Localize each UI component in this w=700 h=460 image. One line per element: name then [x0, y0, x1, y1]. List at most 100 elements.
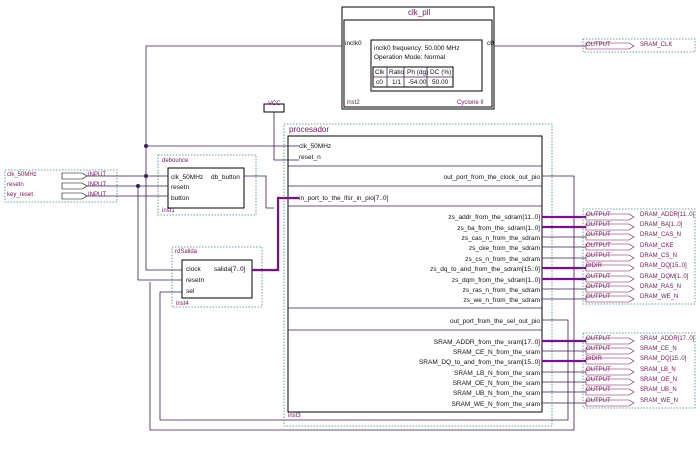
sdram-pin-tag-5: BIDIR: [586, 263, 603, 269]
sram-pin-tag-2: BIDIR: [586, 356, 603, 362]
sdram-pin-tag-7: OUTPUT: [586, 284, 611, 290]
proc-sram-3: SRAM_LB_N_from_the_sram: [454, 370, 540, 377]
wire-clk-to-rd: [145, 176, 182, 271]
wire-resetn-to-rd: [137, 186, 182, 281]
debounce-body: [167, 167, 245, 209]
wire-db-button: [244, 175, 274, 209]
wire-clock-out: [149, 175, 575, 431]
proc-sdram-2: zs_cas_n_from_the_sdram: [461, 235, 540, 242]
proc-body: [287, 135, 543, 413]
pin-sdram-8: [585, 295, 635, 303]
input-label-key-reset: key_reset: [7, 192, 34, 198]
proc-sel-out: out_port_from_the_sel_out_pio: [450, 318, 540, 325]
sram-pin-name-5: SRAM_UB_N: [640, 387, 677, 393]
rd-port-clock: clock: [186, 266, 201, 273]
input-label-clk-50mhz: clk_50MHz: [7, 172, 37, 178]
pin-sdram-7: [585, 285, 635, 293]
pll-table-h0: Clk: [375, 69, 385, 76]
pll-family: Cyclone II: [457, 100, 484, 106]
sram-pin-tag-4: OUTPUT: [586, 377, 611, 383]
pll-outline: [341, 6, 495, 110]
pll-table-c3: 50.00: [432, 79, 449, 86]
rd-port-sel: sel: [186, 288, 195, 295]
input-tag-0: INPUT: [88, 172, 106, 178]
junction-clk-1: [144, 174, 148, 178]
debounce-inst: inst1: [162, 208, 175, 214]
proc-sram-6: SRAM_WE_N_from_the_sram: [451, 401, 541, 408]
pin-sdram-4: [585, 254, 635, 262]
debounce-port-clk: clk_50MHz: [171, 174, 204, 181]
junction-resetn: [136, 184, 140, 188]
proc-port-clock-out: out_port_from_the_clock_out_pio: [443, 174, 540, 181]
sdram-pin-name-4: DRAM_CS_N: [640, 253, 678, 259]
sdram-pin-name-0: DRAM_ADDR[11..0]: [640, 212, 695, 218]
debounce-port-button: button: [171, 195, 190, 202]
sdram-pin-name-8: DRAM_WE_N: [640, 294, 679, 300]
rd-outline: [171, 246, 263, 308]
sram-pin-tag-0: OUTPUT: [586, 336, 611, 342]
input-pin-1: [61, 182, 88, 190]
rd-port-out: salida[7..0]: [214, 266, 246, 273]
vcc-wire: [273, 112, 299, 161]
pll-table-c0: c0: [376, 79, 383, 86]
junction-clk-2: [144, 144, 148, 148]
pll-table-c2: -54.00: [408, 79, 427, 86]
sram-pin-tag-6: OUTPUT: [586, 398, 611, 404]
proc-port-clk: clk_50MHz: [299, 143, 332, 150]
pin-sram-clk-dotted: [582, 38, 696, 53]
input-tag-1: INPUT: [88, 182, 106, 188]
pin-sdram-6: [585, 275, 635, 283]
pll-title: clk_pll: [408, 8, 431, 17]
proc-sram-2: SRAM_DQ_to_and_from_the_sram[15..0]: [418, 359, 540, 366]
sram-pin-tag-3: OUTPUT: [586, 367, 611, 373]
sdram-pin-name-6: DRAM_DQM[1..0]: [640, 274, 689, 280]
sdram-pin-tag-0: OUTPUT: [586, 212, 611, 218]
sdram-pin-name-1: DRAM_BA[1..0]: [640, 222, 683, 228]
proc-sdram-0: zs_addr_from_the_sdram[11..0]: [448, 214, 540, 221]
sram-pin-name-2: SRAM_DQ[15..0]: [640, 356, 687, 362]
pll-port-out: c0: [487, 40, 494, 47]
sram-pin-tag-5: OUTPUT: [586, 387, 611, 393]
proc-title: procesador: [289, 125, 330, 134]
input-tag-2: INPUT: [88, 192, 106, 198]
wire-sel-feedback: [159, 291, 569, 421]
sdram-pin-name-2: DRAM_CAS_N: [640, 232, 682, 238]
proc-sdram-1: zs_ba_from_the_sdram[1..0]: [457, 225, 540, 232]
pin-sdram-3: [585, 243, 635, 251]
pin-sdram-1: [585, 223, 635, 231]
bus-salida: [252, 196, 299, 272]
debounce-port-out: db_button: [211, 174, 240, 181]
proc-sdram-7: zs_ras_n_from_the_sdram: [462, 287, 540, 294]
sdram-pin-tag-8: OUTPUT: [586, 294, 611, 300]
rd-title: rdSalida: [175, 249, 198, 255]
sdram-pin-name-5: DRAM_DQ[15..0]: [640, 263, 687, 269]
sram-pins-dotted: [582, 332, 696, 409]
pin-sram-0: [585, 337, 635, 345]
pll-info-panel: [370, 39, 483, 92]
proc-sdram-6: zs_dqm_from_the_sdram[1..0]: [451, 277, 540, 284]
pin-sram-6: [585, 399, 635, 407]
proc-sdram-4: zs_cs_n_from_the_sdram: [465, 256, 540, 263]
sdram-pin-name-3: DRAM_CKE: [640, 243, 674, 249]
proc-sram-1: SRAM_CE_N_from_the_sram: [452, 349, 540, 356]
sram-pin-name-3: SRAM_LB_N: [640, 367, 676, 373]
sdram-pin-name-7: DRAM_RAS_N: [640, 284, 682, 290]
input-pin-0: [61, 172, 88, 180]
pin-sdram-5: [585, 264, 635, 272]
pll-table-h1: Ratio: [389, 69, 405, 76]
proc-port-reset: reset_n: [299, 154, 321, 161]
pll-port-in: inclk0: [345, 40, 362, 47]
debounce-port-resetn: resetn: [171, 184, 190, 191]
sdram-pins-dotted: [582, 208, 696, 305]
rd-body: [181, 259, 253, 299]
pin-sram-2: [585, 357, 635, 365]
sram-pin-name-4: SRAM_OE_N: [640, 377, 678, 383]
sram-pin-name-1: SRAM_CE_N: [640, 346, 677, 352]
pll-table-h3: DC (%): [430, 69, 452, 76]
debounce-title: debounce: [162, 158, 189, 164]
pin-sram-clk: [585, 42, 635, 50]
sdram-pin-tag-1: OUTPUT: [586, 222, 611, 228]
sram-pin-name-0: SRAM_ADDR[17..0]: [640, 336, 695, 342]
